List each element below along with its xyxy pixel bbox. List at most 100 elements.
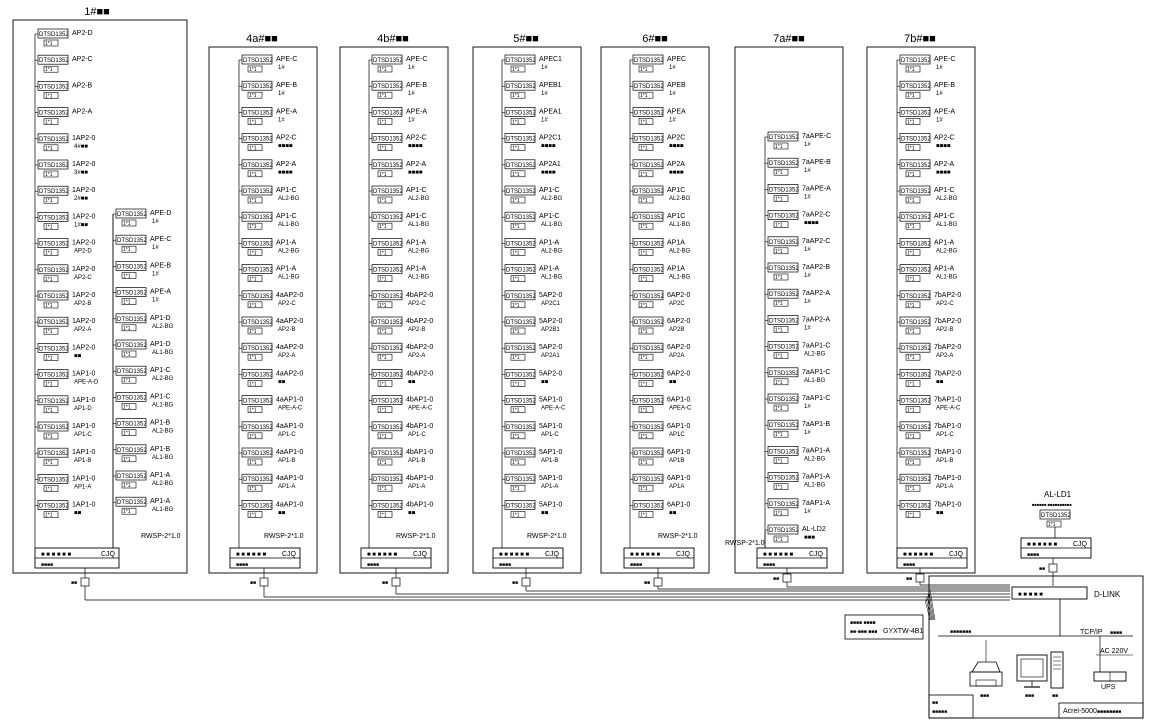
printer-body [969, 671, 1003, 687]
meter-label: DTSD1352 [506, 163, 536, 169]
converter: ■■ [1039, 558, 1058, 573]
meter-subbox [377, 484, 393, 492]
circuit-desc: ■■■■ [278, 144, 293, 150]
meter-subbox [247, 275, 263, 282]
circuit-desc: AL1-BG [804, 483, 826, 489]
circuit-name: AP2-C [276, 135, 297, 142]
meter-box [632, 238, 664, 248]
converter-label: ■■ [512, 580, 518, 586]
meter-box [504, 238, 536, 248]
converter-label: ■■ [773, 576, 779, 582]
meter-subbox [377, 353, 393, 361]
meter-sub-label: 1*1 [249, 408, 257, 414]
circuit-desc: 1# [936, 65, 943, 71]
meter-box [899, 80, 931, 91]
circuit-desc: ■■ [669, 510, 677, 516]
circuit-desc: ■■■■ [541, 170, 556, 176]
circuit-desc: 1# [804, 299, 811, 305]
meter-subbox [247, 222, 263, 230]
circuit-name: AP1-A [934, 266, 955, 273]
circuit-name: 7aAPE-B [802, 159, 831, 166]
circuit-name: 4aAP1-0 [276, 423, 303, 430]
meter-box [504, 107, 536, 117]
circuit-name: AP2-D [72, 30, 93, 37]
circuit-desc: AL1-BG [936, 275, 958, 281]
circuit-desc: AP1-C [936, 432, 954, 438]
circuit-name: 1AP2-0 [72, 266, 95, 273]
meter-subbox [510, 222, 526, 230]
meter-box [504, 185, 536, 196]
meter-subbox [377, 91, 393, 99]
meter-sub-label: 1*1 [512, 277, 520, 283]
collector-box: ■ ■ ■ ■ ■ ■CJQ■■■■ [229, 547, 301, 569]
meter-subbox [773, 221, 789, 228]
circuit-name: APE-D [150, 210, 171, 217]
meter-subbox [377, 458, 393, 466]
meter-sub-label: 1*1 [1048, 522, 1056, 528]
circuit-name: 4bAP1-0 [406, 423, 433, 430]
circuit-name: 7bAP1-0 [934, 423, 961, 430]
meter-label: DTSD1352 [769, 135, 799, 141]
meter-sub-label: 1*1 [512, 93, 520, 99]
circuit-name: APEA [667, 108, 686, 115]
meter-subbox [773, 509, 789, 517]
meter-subbox [43, 170, 59, 178]
circuit-desc: 1# [936, 117, 943, 123]
meter-sub-label: 1*1 [640, 486, 648, 492]
meter-sub-label: 1*1 [907, 172, 915, 178]
collector-prefix: ■ ■ ■ ■ ■ ■ [41, 552, 71, 558]
circuit-desc: 1# [669, 65, 676, 71]
meter-label: DTSD1352 [373, 189, 403, 195]
meter-sub-label: 1*1 [907, 460, 915, 466]
meter-sub-label: 1*1 [123, 404, 131, 410]
collector-label: CJQ [101, 551, 116, 558]
meter-sub-label: 1*1 [249, 146, 257, 152]
circuit-desc: AL2-BG [278, 248, 300, 254]
meter-sub-label: 1*1 [512, 119, 520, 125]
meter-sub-label: 1*1 [640, 460, 648, 466]
meter-label: DTSD1352 [901, 503, 931, 509]
circuit-desc: AL2-BG [804, 352, 826, 358]
meter-subbox [43, 458, 59, 466]
circuit-desc: APE-A-D [74, 380, 99, 386]
circuit-name: 1AP2-0 [72, 161, 95, 168]
meter-sub-label: 1*1 [379, 224, 387, 230]
diagram-root: 1#■■DTSD13521*1AP2-DDTSD13521*1AP2-CDTSD… [12, 6, 1144, 719]
meter-box [241, 185, 273, 196]
meter-subbox [773, 247, 789, 255]
meter-box [37, 264, 69, 275]
meter-subbox [247, 249, 263, 256]
circuit-name: 6AP1-0 [667, 449, 690, 456]
meter-label: DTSD1352 [901, 451, 931, 457]
meter-box [767, 157, 799, 168]
station-box [928, 694, 974, 719]
meter-label: DTSD1352 [901, 346, 931, 352]
circuit-desc: 1# [541, 117, 548, 123]
meter-subbox [43, 380, 59, 387]
printer-top [971, 661, 1001, 673]
circuit-desc: ■■ [408, 510, 416, 516]
circuit-desc: 1# [408, 117, 415, 123]
circuit-desc: AL1-BG [408, 275, 430, 281]
